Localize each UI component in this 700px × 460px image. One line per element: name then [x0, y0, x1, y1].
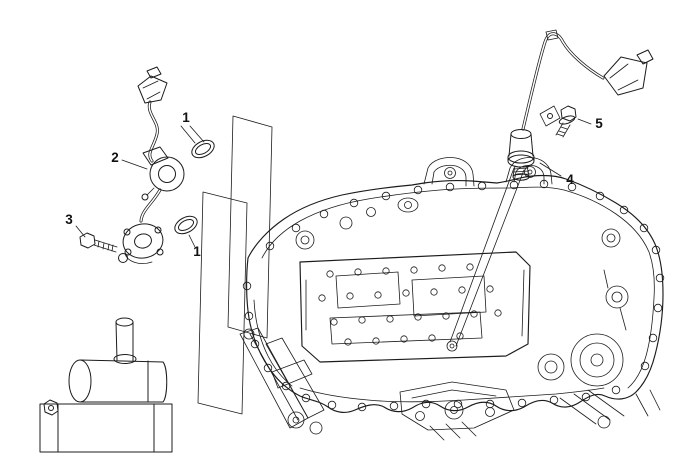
- fluid-sensor-4: [507, 129, 535, 181]
- electrical-connector-left: [137, 66, 168, 104]
- wire-clip: [545, 29, 559, 41]
- callout-leaders: [75, 118, 592, 248]
- bolt-5: [555, 105, 577, 138]
- leader-1-upper: [180, 125, 205, 144]
- install-leader-lines: [449, 167, 525, 347]
- panel-upper: [227, 115, 273, 339]
- drawing-layer: [39, 29, 665, 453]
- leader-2: [121, 159, 148, 170]
- bottom-mount-brackets: [239, 327, 661, 441]
- callout-label-1-lower: 1: [193, 244, 201, 259]
- callout-label-1-upper: 1: [182, 110, 190, 125]
- o-ring-upper: [191, 139, 215, 159]
- left-harness: [79, 66, 215, 264]
- callout-label-4: 4: [566, 172, 574, 187]
- leader-4: [539, 162, 562, 177]
- bolt-3: [79, 232, 118, 253]
- callout-label-5: 5: [595, 116, 603, 131]
- o-ring-lower: [174, 215, 198, 235]
- leader-3: [75, 225, 86, 238]
- flange-bolt-holes: [242, 179, 665, 412]
- top-mount-bracket-left: [423, 157, 475, 187]
- hex-nut: [43, 399, 59, 416]
- electrical-connector-right: [603, 49, 654, 96]
- valve-body: [299, 251, 531, 363]
- case-top-details: [295, 197, 419, 250]
- callout-labels: 1 2 3 1 4 5: [65, 110, 603, 259]
- leader-1-lower: [188, 234, 196, 248]
- flange-inner-line: [261, 186, 655, 389]
- oil-pan-outline: [246, 174, 664, 413]
- panel-lower: [197, 191, 248, 415]
- sensor-install-hole: [446, 340, 458, 352]
- right-harness: [449, 29, 654, 347]
- callout-label-2: 2: [111, 150, 119, 165]
- leader-5: [577, 118, 592, 125]
- alignment-panels: [197, 115, 273, 415]
- pressure-switch-2: [141, 146, 185, 201]
- sensor-mount-tab: [539, 105, 561, 127]
- pressure-switch-3-mount: [118, 223, 164, 264]
- left-cylinder-assembly: [39, 317, 173, 453]
- side-cover-rings: [537, 228, 629, 387]
- filler-pipe: [115, 321, 134, 362]
- transaxle-body: [242, 157, 665, 413]
- callout-label-3: 3: [65, 212, 73, 227]
